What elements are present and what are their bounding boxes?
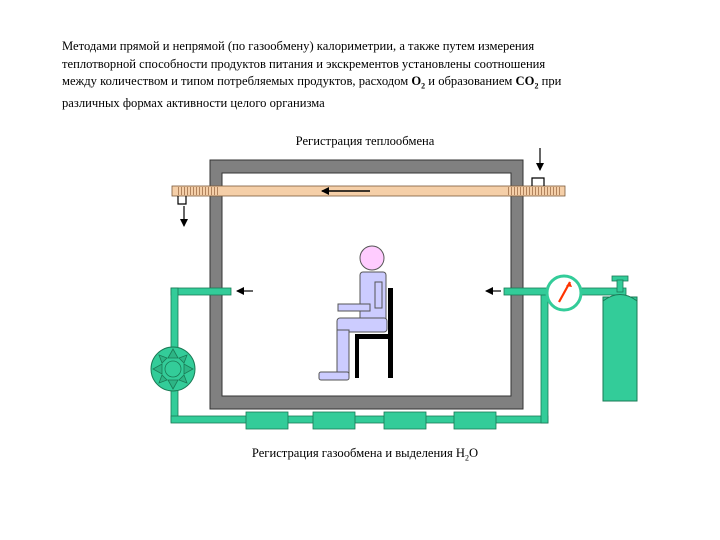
gas-label-tail: O: [469, 446, 479, 460]
intro-line-4: различных формах активности целого орган…: [62, 96, 325, 111]
intro-paragraph: Методами прямой и непрямой (по газообмен…: [62, 38, 662, 113]
o2-subscript: 2: [421, 81, 426, 91]
intro-line-3-end: при: [538, 74, 562, 88]
o2-symbol: O: [411, 74, 422, 88]
gas-label-subscript: 2: [465, 453, 470, 463]
intro-line-3-start: между количеством и типом потребляемых п…: [62, 74, 412, 88]
intro-line-3-middle: и образованием: [425, 74, 516, 88]
gas-label-text: Регистрация газообмена и выделения H: [251, 446, 466, 460]
gas-exchange-label: Регистрация газообмена и выделения H2O: [0, 446, 720, 463]
pressure-gauge-icon: [545, 274, 583, 312]
absorber-boxes: [245, 411, 497, 430]
seated-person-icon: [318, 245, 388, 381]
oxygen-cylinder-icon: [602, 275, 638, 402]
chair-icon: [355, 288, 393, 378]
heat-exchange-label: Регистрация теплообмена: [295, 134, 435, 148]
intro-line-1: Методами прямой и непрямой (по газообмен…: [62, 39, 535, 53]
co2-symbol: CO: [515, 74, 535, 88]
heat-pipe-outlet: [177, 196, 188, 227]
co2-subscript: 2: [534, 81, 539, 91]
gas-pump-icon: [150, 346, 196, 392]
intro-line-3: между количеством и типом потребляемых п…: [62, 73, 662, 95]
intro-line-2: теплотворной способности продуктов питан…: [62, 56, 546, 71]
heat-pipe-inlet: [531, 148, 545, 186]
